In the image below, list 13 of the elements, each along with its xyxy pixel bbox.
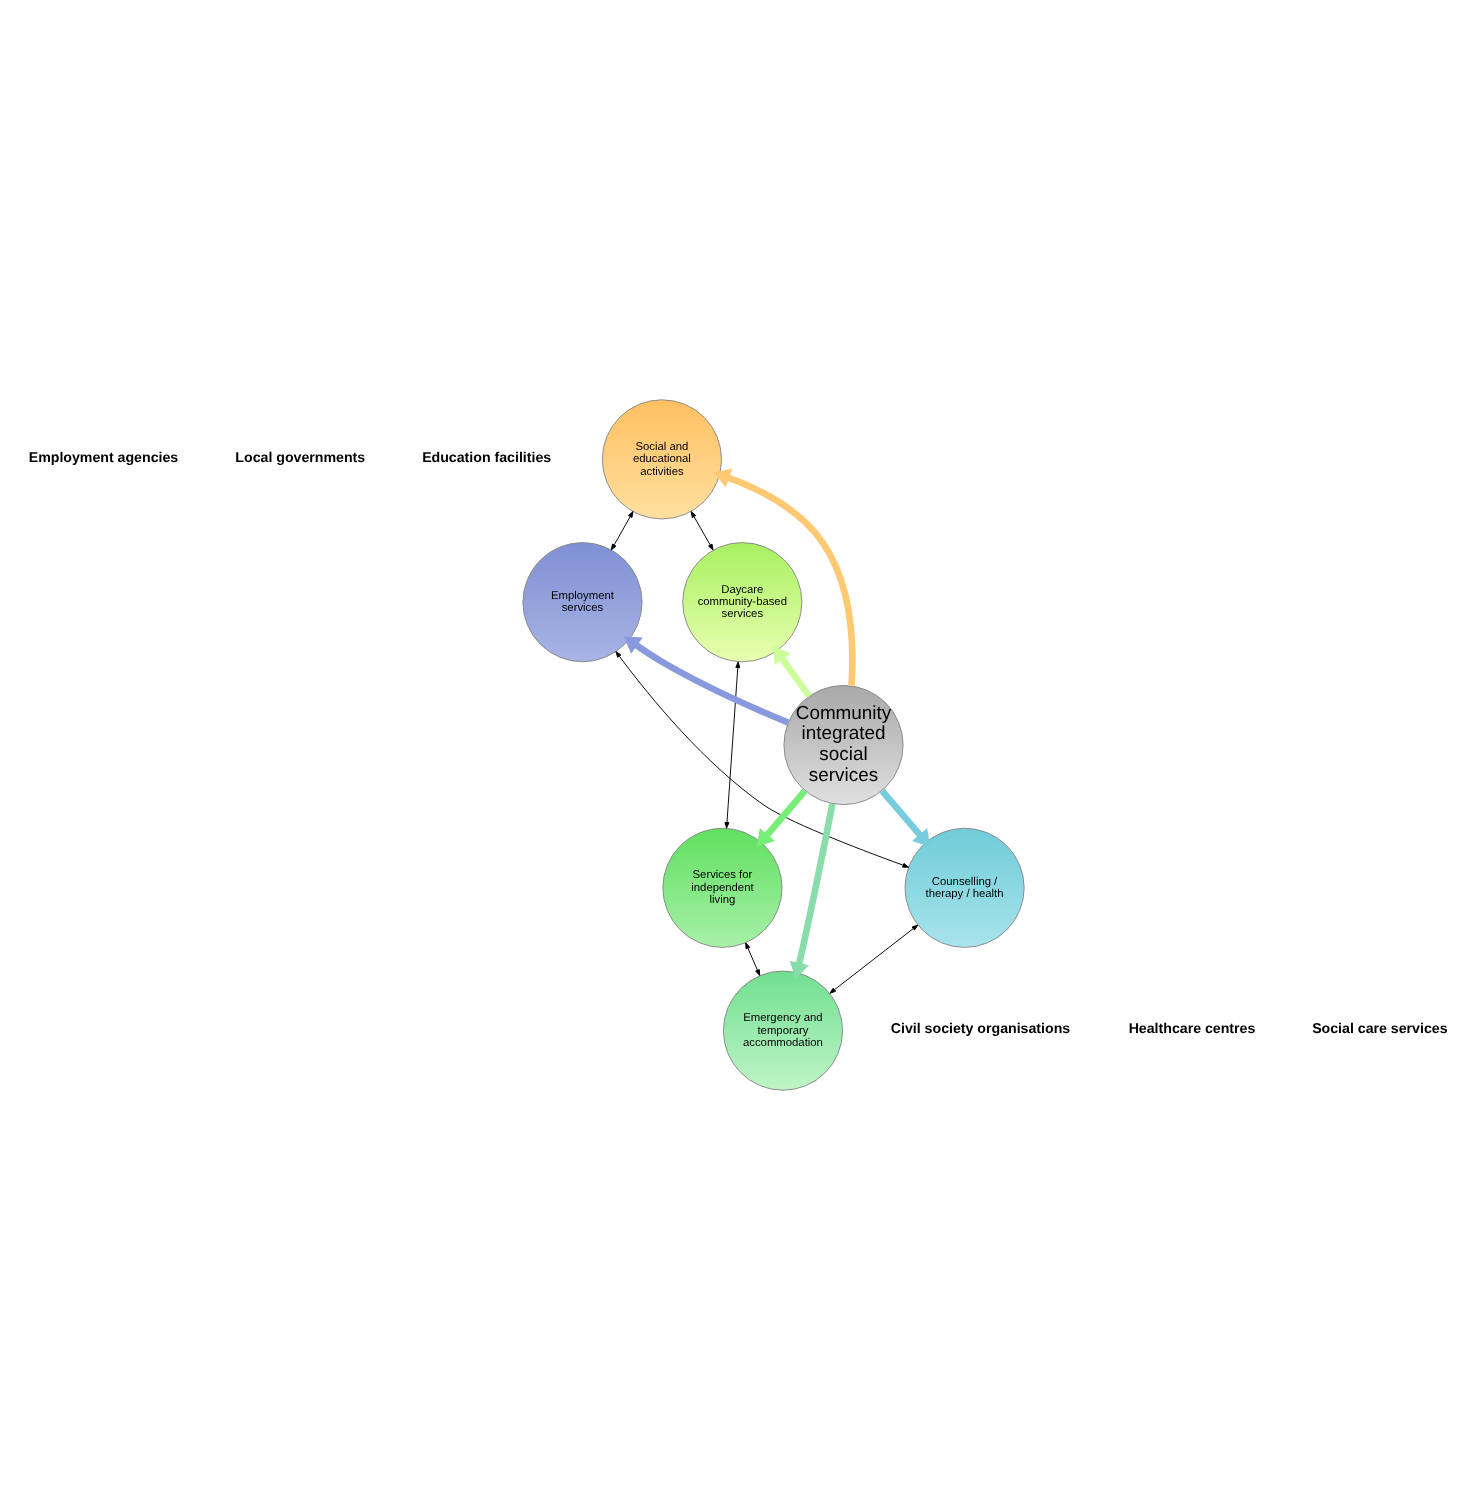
arrow	[724, 660, 741, 828]
arrow	[713, 467, 856, 685]
arrow	[690, 510, 714, 550]
arrow	[756, 787, 808, 846]
arrow	[879, 787, 931, 846]
arrow	[610, 510, 634, 550]
arrow	[745, 941, 761, 975]
arrow	[623, 635, 790, 725]
arrow	[829, 923, 919, 993]
node-circle: Community integrated social services	[783, 683, 904, 805]
arrow	[773, 645, 812, 698]
arrow	[615, 650, 910, 867]
arrow	[789, 802, 836, 978]
